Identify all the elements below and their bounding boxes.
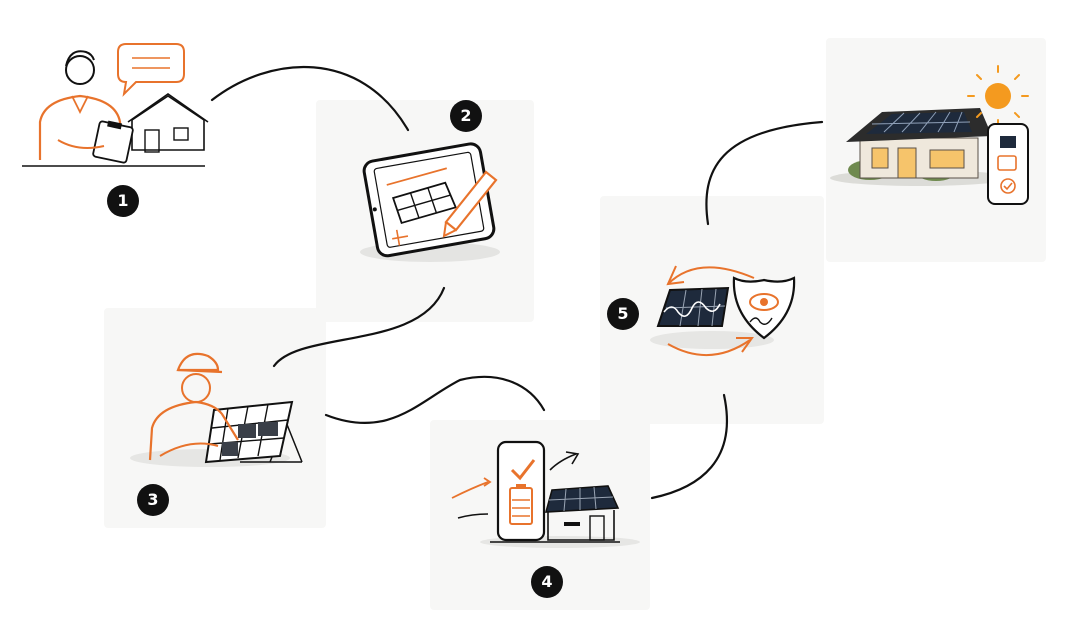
monitoring-icon [650,265,796,356]
connector-lines [210,65,824,500]
connector-2-3 [272,286,446,368]
connector-4-5 [650,393,729,500]
installation-icon [130,352,303,467]
step-badge-4: 4 [531,566,563,598]
step-badge-1: 1 [107,185,139,217]
solar-home-icon [830,65,1029,205]
step-badge-3: 3 [137,484,169,516]
connector-5-final [705,120,824,226]
step-badge-5: 5 [607,298,639,330]
connector-3-4 [324,375,546,425]
step-badge-2: 2 [450,100,482,132]
connector-1-2 [210,65,410,132]
consultation-icon [22,43,209,167]
activation-icon [451,440,640,548]
design-tablet-icon [360,142,500,262]
